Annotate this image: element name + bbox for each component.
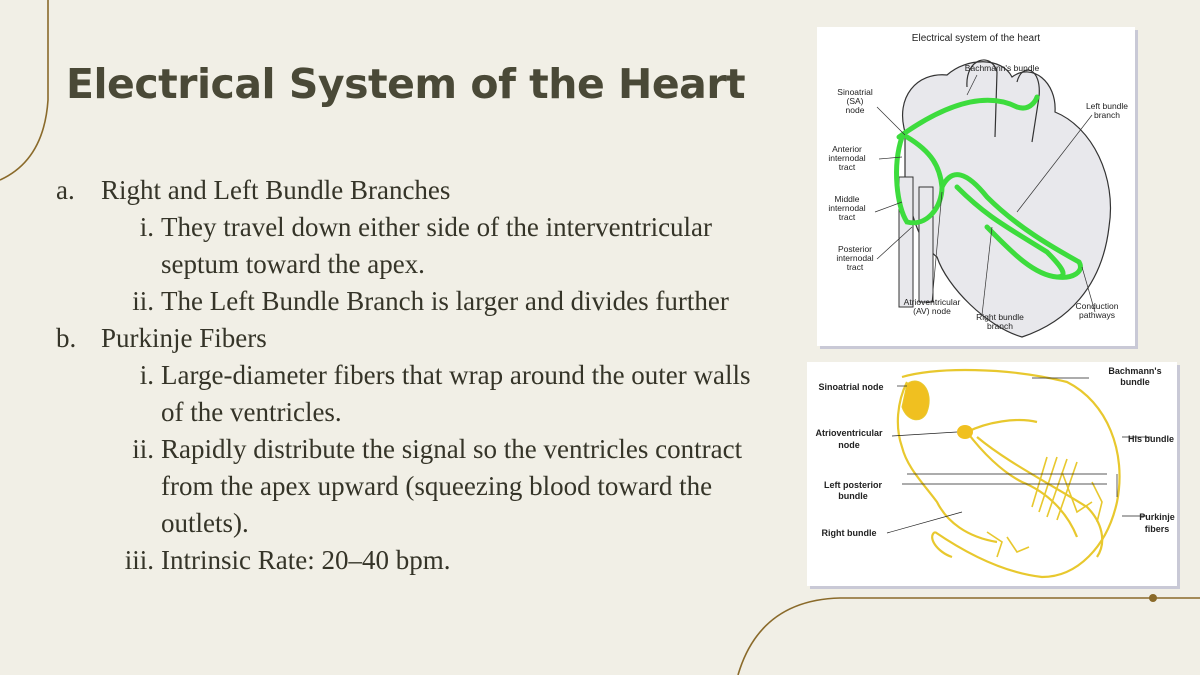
label-bachmann: Bachmann's bundle: [965, 63, 1040, 73]
label-av-node: Atrioventricular: [815, 428, 883, 438]
section-heading: Purkinje Fibers: [101, 323, 267, 353]
label-middle: Middle: [834, 194, 859, 204]
label-right-bundle: branch: [987, 321, 1013, 331]
label-middle: tract: [839, 212, 856, 222]
list-item: iii. Intrinsic Rate: 20–40 bpm.: [56, 542, 776, 579]
list-item: i. Large-diameter fibers that wrap aroun…: [56, 357, 776, 431]
figure-title: Electrical system of the heart: [912, 33, 1041, 44]
label-left-posterior: Left posterior: [824, 480, 883, 490]
label-middle: internodal: [828, 203, 865, 213]
item-marker: ii.: [132, 286, 154, 316]
slide-title: Electrical System of the Heart: [66, 60, 746, 108]
item-marker: i.: [139, 360, 154, 390]
heart-diagram-svg: Bachmann's bundle Sinoatrial node Atriov…: [815, 366, 1175, 579]
label-sa: (SA): [847, 96, 864, 106]
label-conduction: Conduction: [1075, 301, 1118, 311]
label-left-posterior: bundle: [838, 491, 868, 501]
heart-diagram-green: Electrical system of the heart: [817, 27, 1135, 346]
label-anterior: Anterior: [832, 144, 862, 154]
label-posterior: tract: [847, 262, 864, 272]
label-av-node: node: [838, 440, 860, 450]
label-anterior: tract: [839, 162, 856, 172]
section-a: a. Right and Left Bundle Branches: [56, 172, 776, 209]
label-conduction: pathways: [1079, 310, 1115, 320]
item-text: The Left Bundle Branch is larger and div…: [161, 286, 729, 316]
label-av: Atrioventricular: [904, 297, 961, 307]
item-text: Intrinsic Rate: 20–40 bpm.: [161, 545, 451, 575]
bullet-outline: a. Right and Left Bundle Branches i. The…: [56, 172, 776, 579]
section-marker: a.: [56, 175, 75, 205]
section-heading: Right and Left Bundle Branches: [101, 175, 451, 205]
item-text: Large-diameter fibers that wrap around t…: [161, 360, 751, 427]
label-sa-node: Sinoatrial node: [818, 382, 883, 392]
item-text: They travel down either side of the inte…: [161, 212, 713, 279]
label-left-bundle: Left bundle: [1086, 101, 1128, 111]
label-his-bundle: His bundle: [1128, 434, 1174, 444]
label-posterior: Posterior: [838, 244, 872, 254]
item-marker: iii.: [124, 545, 154, 575]
label-posterior: internodal: [836, 253, 873, 263]
label-left-bundle: branch: [1094, 110, 1120, 120]
item-text: Rapidly distribute the signal so the ven…: [161, 434, 743, 538]
item-marker: i.: [139, 212, 154, 242]
label-purkinje: Purkinje: [1139, 512, 1175, 522]
section-marker: b.: [56, 323, 77, 353]
list-item: ii. Rapidly distribute the signal so the…: [56, 431, 776, 542]
heart-diagram-svg: Electrical system of the heart: [828, 33, 1128, 338]
label-bachmann: bundle: [1120, 377, 1150, 387]
list-item: ii. The Left Bundle Branch is larger and…: [56, 283, 776, 320]
item-marker: ii.: [132, 434, 154, 464]
label-sa: node: [846, 105, 865, 115]
list-item: i. They travel down either side of the i…: [56, 209, 776, 283]
label-purkinje: fibers: [1145, 524, 1170, 534]
label-av: (AV) node: [913, 306, 951, 316]
label-bachmann: Bachmann's: [1108, 366, 1161, 376]
label-right-bundle: Right bundle: [822, 528, 877, 538]
section-b: b. Purkinje Fibers: [56, 320, 776, 357]
label-anterior: internodal: [828, 153, 865, 163]
label-right-bundle: Right bundle: [976, 312, 1024, 322]
heart-diagram-yellow: Bachmann's bundle Sinoatrial node Atriov…: [807, 362, 1177, 586]
label-sa: Sinoatrial: [837, 87, 873, 97]
